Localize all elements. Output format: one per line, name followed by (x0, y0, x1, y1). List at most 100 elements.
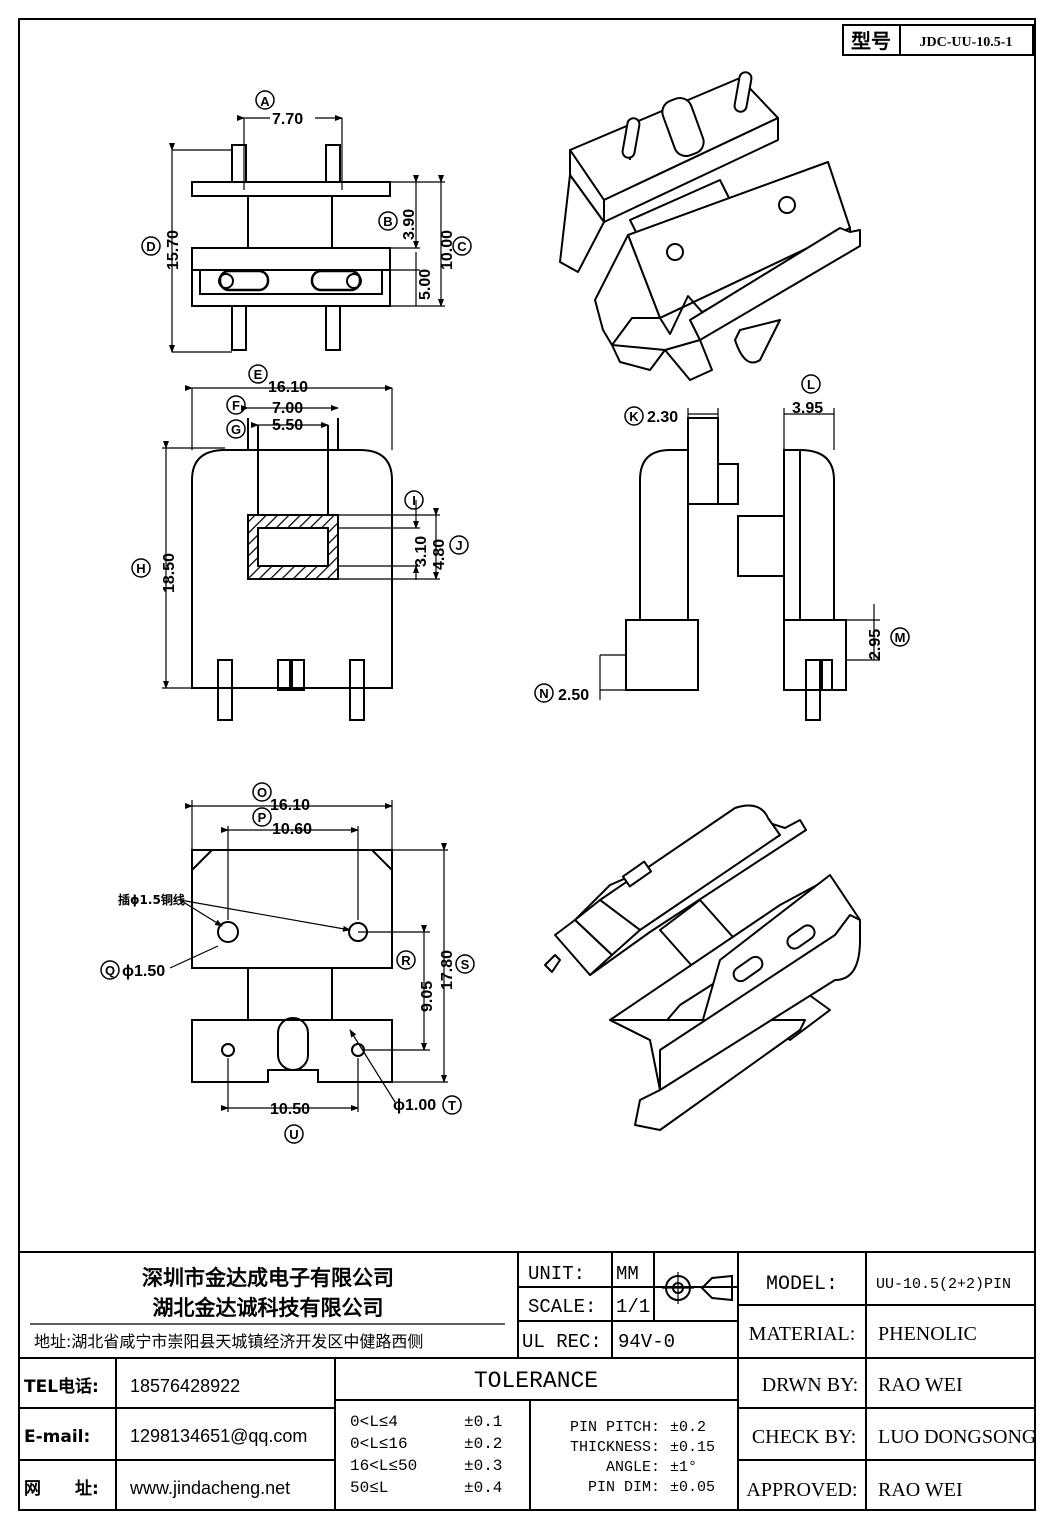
pitch-value-4: ±0.05 (670, 1479, 715, 1496)
dim-B2-value: 5.00 (417, 269, 434, 300)
dim-Q-letter: Q (105, 963, 115, 978)
model-box-label: 型号 (851, 29, 891, 53)
dim-H-letter: H (136, 561, 145, 576)
pitch-value-3: ±1° (670, 1459, 697, 1476)
pitch-value-2: ±0.15 (670, 1439, 715, 1456)
title-block (19, 1251, 1035, 1510)
dim-B-letter: B (383, 214, 392, 229)
model-box-value: JDC-UU-10.5-1 (920, 35, 1013, 50)
tol-range-4: 50≤L (350, 1479, 388, 1497)
pitch-label-4: PIN DIM: (588, 1479, 660, 1496)
top-view (191, 144, 391, 351)
dim-P-value: 10.60 (272, 821, 312, 838)
scale-label: SCALE: (528, 1296, 596, 1318)
web-label: 网 址: (24, 1479, 99, 1499)
drwn-value: RAO WEI (878, 1374, 963, 1396)
dim-C-value: 10.00 (439, 230, 456, 270)
projection-symbol-icon (662, 1272, 733, 1304)
unit-label: UNIT: (528, 1263, 585, 1285)
bottom-view-dims (169, 800, 448, 1112)
tol-value-1: ±0.1 (464, 1413, 502, 1431)
dim-S-value: 17.80 (439, 950, 456, 990)
tol-value-2: ±0.2 (464, 1435, 502, 1453)
dim-labels: A 7.70 B 3.90 5.00 C 10.00 D 15.70 E 16.… (100, 90, 910, 1144)
approved-value: RAO WEI (878, 1479, 963, 1501)
dim-M-letter: M (895, 630, 906, 645)
material-value: PHENOLIC (878, 1323, 977, 1345)
side-view (625, 417, 847, 721)
dim-O-letter: O (257, 785, 267, 800)
company-name-2: 湖北金达诚科技有限公司 (153, 1296, 384, 1320)
dim-E-letter: E (254, 367, 263, 382)
unit-value: MM (616, 1263, 639, 1285)
model-box: 型号 JDC-UU-10.5-1 (842, 24, 1034, 56)
dim-C-letter: C (457, 239, 467, 254)
email-label: E-mail: (24, 1427, 90, 1447)
dim-L-value: 3.95 (792, 400, 823, 417)
tol-range-1: 0<L≤4 (350, 1413, 398, 1431)
dim-F-value: 7.00 (272, 400, 303, 417)
side-view-dims (599, 408, 880, 700)
dim-Q-value: ϕ1.50 (122, 963, 165, 980)
dim-T-value: ϕ1.00 (393, 1097, 436, 1114)
dim-R-value: 9.05 (419, 981, 436, 1012)
ulrec-label: UL REC: (522, 1331, 602, 1353)
tel-label: TEL电话: (24, 1376, 99, 1397)
tolerance-title: TOLERANCE (474, 1368, 598, 1394)
front-view (191, 418, 393, 721)
check-label: CHECK BY: (752, 1426, 856, 1448)
pitch-value-1: ±0.2 (670, 1419, 706, 1436)
model-label: MODEL: (766, 1273, 838, 1296)
dim-A-letter: A (260, 94, 270, 109)
dim-G-letter: G (231, 422, 241, 437)
note-wire: 插ϕ1.5铜线 (118, 892, 185, 907)
scale-value: 1/1 (616, 1296, 650, 1318)
dim-G-value: 5.50 (272, 417, 303, 434)
dim-F-letter: F (232, 398, 240, 413)
dim-B-value: 3.90 (401, 209, 418, 240)
tel-value: 18576428922 (130, 1376, 240, 1396)
isometric-view-top (559, 71, 861, 381)
dim-I-value: 3.10 (413, 536, 430, 567)
front-view-dims (162, 385, 440, 689)
dim-I-letter: I (412, 493, 416, 508)
approved-label: APPROVED: (746, 1479, 857, 1501)
company-address: 地址:湖北省咸宁市崇阳县天城镇经济开发区中健路西侧 (34, 1332, 423, 1351)
company-name-1: 深圳市金达成电子有限公司 (142, 1266, 394, 1290)
isometric-view-bottom (544, 804, 861, 1131)
dim-N-value: 2.50 (558, 687, 589, 704)
dim-N-letter: N (539, 686, 548, 701)
dim-U-value: 10.50 (270, 1101, 310, 1118)
dim-K-letter: K (629, 409, 639, 424)
dim-D-value: 15.70 (165, 230, 182, 270)
ulrec-value: 94V-0 (618, 1331, 675, 1353)
dim-E-value: 16.10 (268, 379, 308, 396)
dim-S-letter: S (461, 957, 470, 972)
dim-J-value: 4.80 (431, 539, 448, 570)
check-value: LUO DONGSONG (878, 1426, 1036, 1448)
pitch-label-2: THICKNESS: (570, 1439, 660, 1456)
drwn-label: DRWN BY: (762, 1374, 859, 1396)
dim-R-letter: R (401, 953, 411, 968)
dim-U-letter: U (289, 1127, 298, 1142)
material-label: MATERIAL: (749, 1323, 856, 1345)
dim-J-letter: J (455, 538, 462, 553)
dim-M-value: 2.95 (867, 629, 884, 660)
dim-L-letter: L (807, 377, 815, 392)
dim-K-value: 2.30 (647, 409, 678, 426)
tol-range-3: 16<L≤50 (350, 1457, 417, 1475)
pitch-label-1: PIN PITCH: (570, 1419, 660, 1436)
dim-T-letter: T (448, 1098, 456, 1113)
top-view-dims (169, 115, 445, 353)
dim-O-value: 16.10 (270, 797, 310, 814)
web-value: www.jindacheng.net (129, 1478, 290, 1498)
pitch-label-3: ANGLE: (606, 1459, 660, 1476)
dim-H-value: 18.50 (161, 553, 178, 593)
dim-P-letter: P (258, 810, 267, 825)
model-value: UU-10.5(2+2)PIN (876, 1276, 1011, 1293)
tol-value-4: ±0.4 (464, 1479, 502, 1497)
title-block-text: 深圳市金达成电子有限公司 湖北金达诚科技有限公司 地址:湖北省咸宁市崇阳县天城镇… (24, 1263, 1036, 1501)
tol-range-2: 0<L≤16 (350, 1435, 408, 1453)
email-value: 1298134651@qq.com (130, 1426, 307, 1446)
